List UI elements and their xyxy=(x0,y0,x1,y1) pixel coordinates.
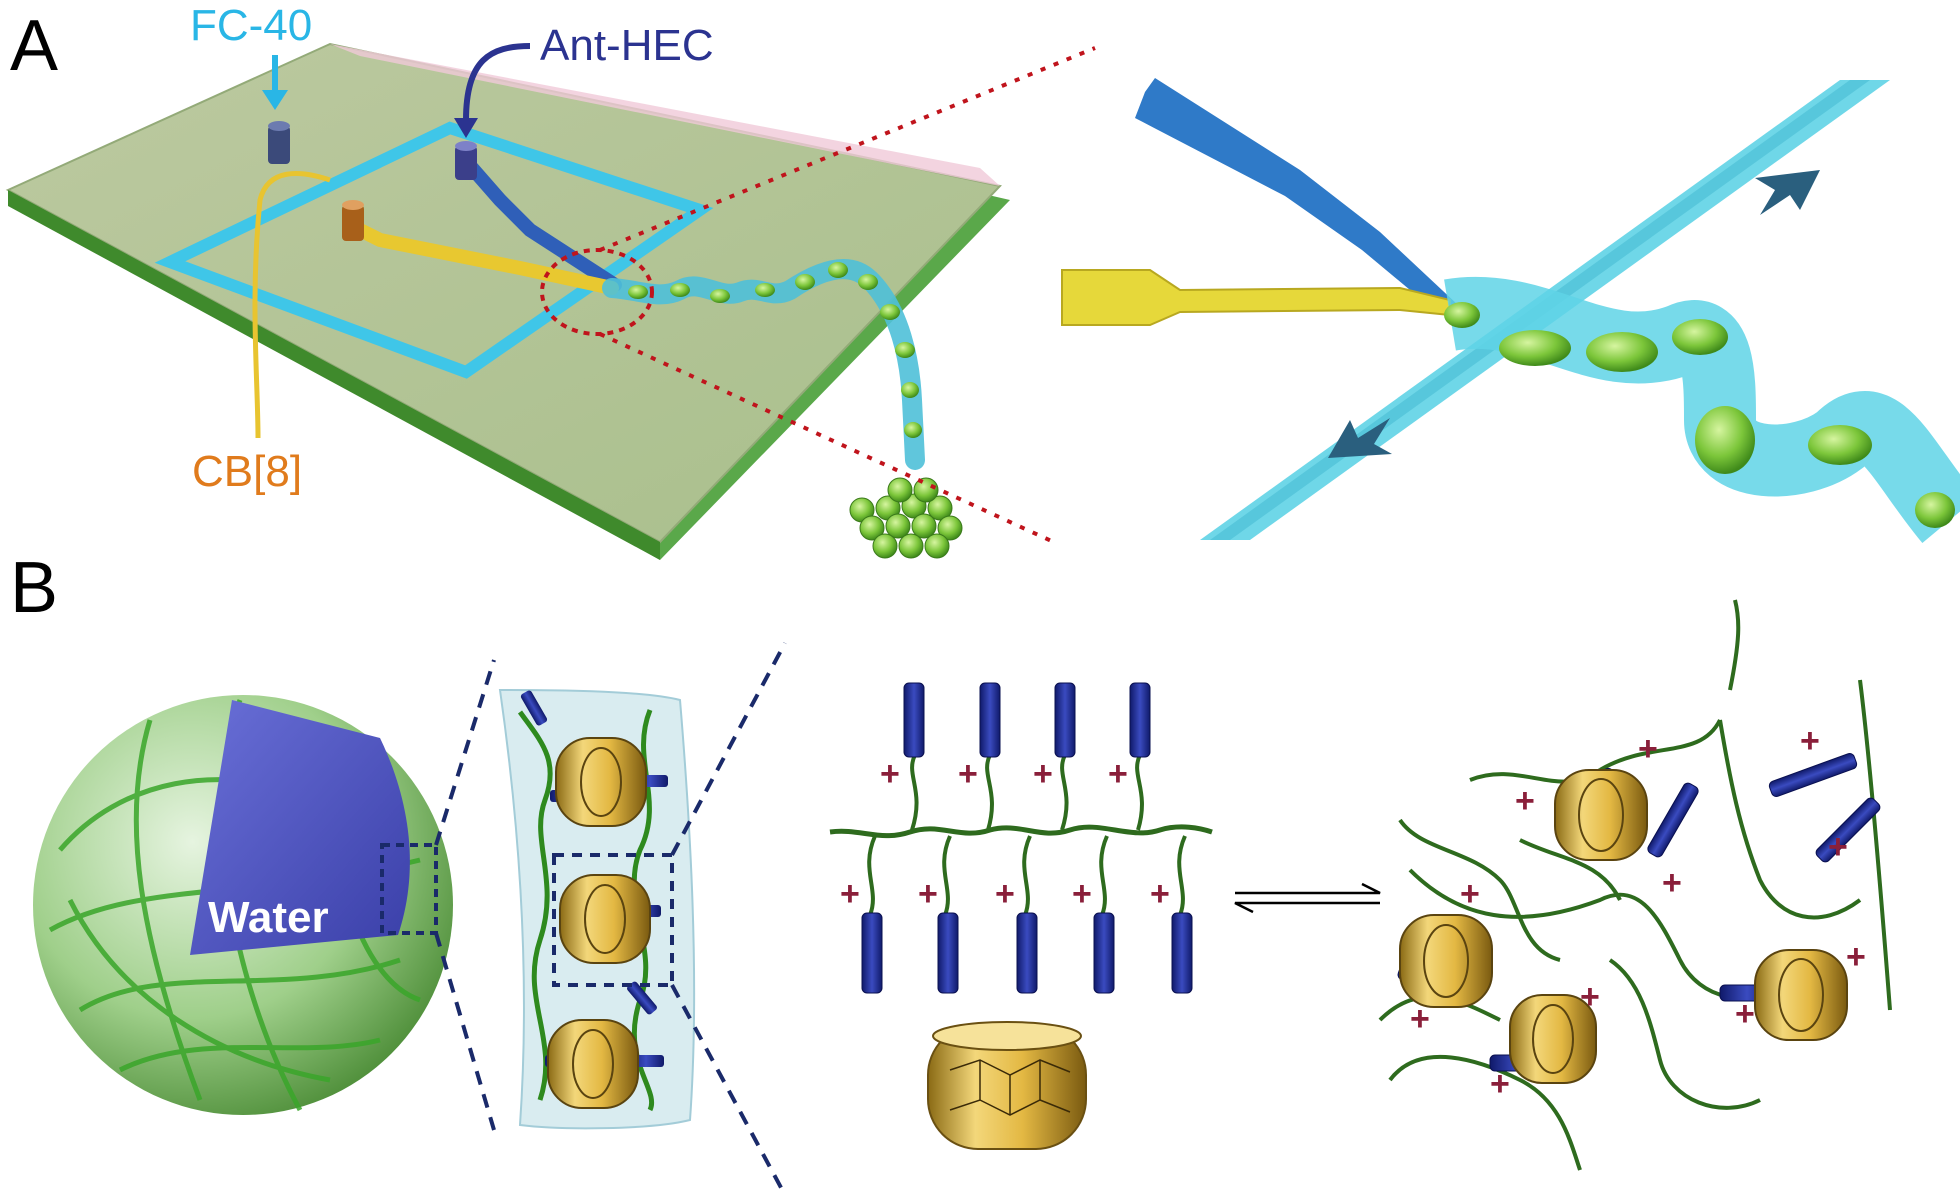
shell-zoom-box xyxy=(380,843,438,935)
microfluidic-chip xyxy=(5,42,1010,560)
svg-text:+: + xyxy=(1072,875,1092,913)
zoom-droplets xyxy=(1444,302,1955,528)
panel-b: B Water xyxy=(10,548,1892,1196)
shell-guide-top xyxy=(434,659,496,846)
cucurbituril-ring-icon xyxy=(927,1021,1087,1150)
water-core-cutaway xyxy=(190,700,410,955)
svg-text:+: + xyxy=(1662,864,1682,902)
svg-text:+: + xyxy=(958,755,978,793)
cb8-label: CB[8] xyxy=(192,447,302,496)
molecule-guide-bottom xyxy=(670,984,787,1196)
ant-hec-arrow xyxy=(463,43,531,121)
channel-droplets xyxy=(628,262,922,438)
cucurbituril-ring-icon xyxy=(1399,914,1493,1008)
equilibrium-arrows-icon xyxy=(1234,882,1381,914)
water-label: Water xyxy=(208,893,329,942)
ant-hec-zoom-channel xyxy=(1135,78,1458,315)
svg-text:+: + xyxy=(1490,1065,1510,1103)
cucurbituril-ring-icon xyxy=(1754,949,1848,1041)
panel-a: A xyxy=(5,1,1960,560)
svg-text:+: + xyxy=(1800,722,1820,760)
svg-text:+: + xyxy=(1828,828,1848,866)
svg-text:+: + xyxy=(1460,875,1480,913)
chip-pink-edge xyxy=(330,44,1000,186)
svg-text:+: + xyxy=(1735,995,1755,1033)
svg-text:+: + xyxy=(1410,1000,1430,1038)
cucurbituril-ring-icon xyxy=(555,737,647,827)
cb8-zoom-channel xyxy=(1061,269,1451,326)
cucurbituril-ring-icon xyxy=(1554,769,1648,861)
panel-a-letter: A xyxy=(10,6,58,86)
inlet-cylinder-icon xyxy=(342,200,364,241)
svg-text:+: + xyxy=(1150,875,1170,913)
cucurbituril-ring-icon xyxy=(1509,994,1597,1084)
svg-text:+: + xyxy=(880,755,900,793)
cb8-flow-line xyxy=(252,171,331,439)
svg-text:+: + xyxy=(1515,782,1535,820)
svg-text:+: + xyxy=(1638,730,1658,768)
anthracene-rod-icon xyxy=(861,682,1193,994)
svg-text:+: + xyxy=(1033,755,1053,793)
svg-text:+: + xyxy=(918,875,938,913)
charge-markers: + + + + + + + + + + + xyxy=(1410,722,1866,1103)
ant-hec-polymer-free: + + + + + + + + + xyxy=(829,682,1213,994)
zoom-region-marker xyxy=(540,248,654,336)
svg-text:+: + xyxy=(1846,938,1866,976)
polymer-side-chains xyxy=(867,754,1187,916)
ant-hec-channel xyxy=(458,153,622,292)
cucurbituril-ring-icon xyxy=(559,874,651,964)
svg-text:+: + xyxy=(840,875,860,913)
shell-guide-bottom xyxy=(434,932,496,1131)
complex-zoom-box xyxy=(552,853,674,987)
fc40-arrow xyxy=(262,55,288,110)
ant-hec-label: Ant-HEC xyxy=(540,21,714,70)
svg-text:+: + xyxy=(995,875,1015,913)
junction-zoom-view xyxy=(1061,78,1960,544)
collected-microcapsules xyxy=(849,477,963,559)
charge-markers: + + + + + + + + + xyxy=(840,755,1170,913)
cucurbituril-ring-icon xyxy=(547,1019,639,1109)
zoom-guide-line-top xyxy=(599,46,1096,252)
svg-text:+: + xyxy=(1108,755,1128,793)
fc40-channel-loop xyxy=(154,121,714,379)
ant-hec-arrowhead xyxy=(454,118,478,138)
fc40-label: FC-40 xyxy=(190,1,312,50)
chip-side xyxy=(8,190,660,560)
svg-text:+: + xyxy=(1580,978,1600,1016)
crosslinked-network: + + + + + + + + + + + xyxy=(1378,599,1892,1171)
inlet-cylinder-icon xyxy=(268,121,290,164)
inlet-cylinder-icon xyxy=(455,141,477,180)
polymer-backbone xyxy=(829,824,1213,839)
flow-arrow-icon xyxy=(1328,418,1392,458)
shell-cross-section xyxy=(498,688,696,1130)
molecule-guide-top xyxy=(670,642,787,856)
network-chains xyxy=(1378,599,1892,1171)
microcapsule-sphere: Water xyxy=(33,695,453,1115)
panel-b-letter: B xyxy=(10,548,58,628)
cb8-channel xyxy=(343,218,619,295)
flow-arrow-icon xyxy=(1755,170,1820,215)
